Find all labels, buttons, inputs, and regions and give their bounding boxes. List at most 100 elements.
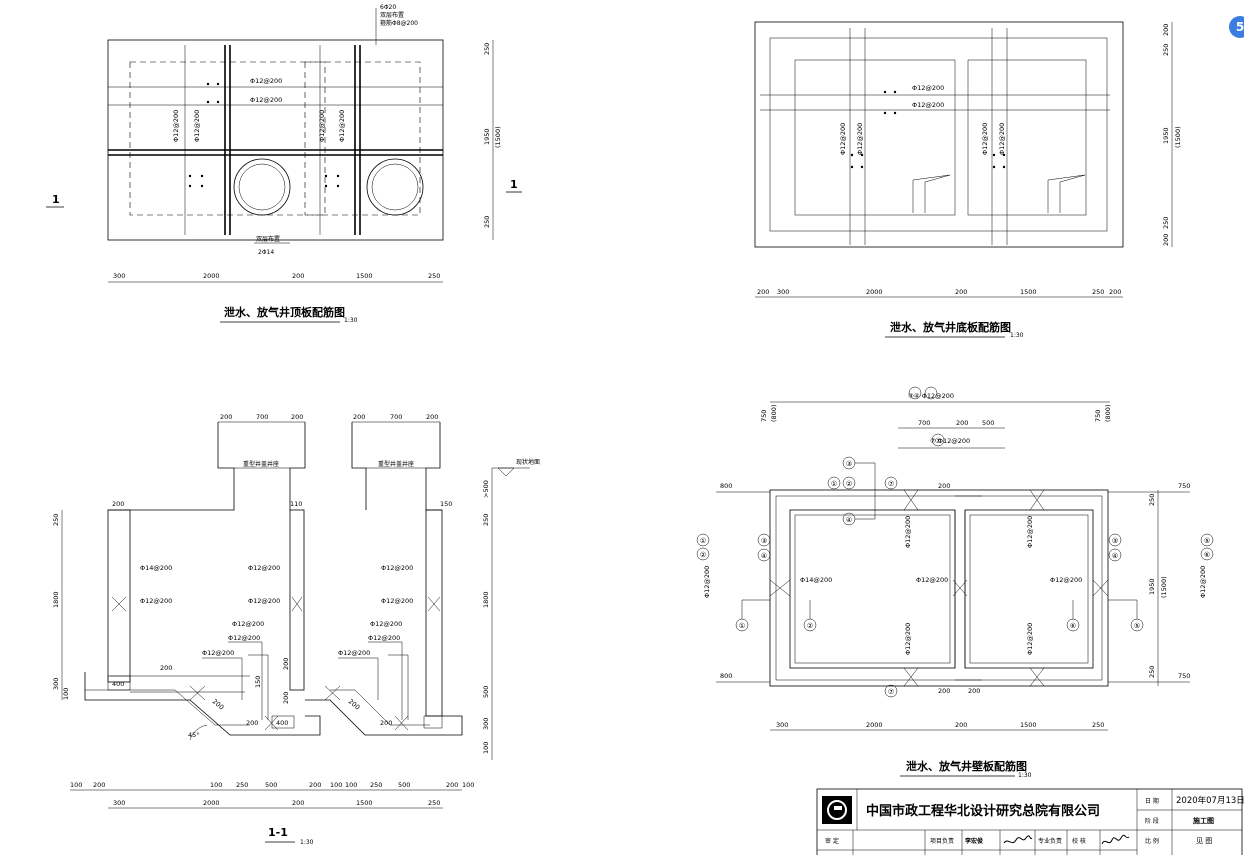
circle-4c: ④ [1112, 552, 1118, 560]
ts-dim-h-3: 200 [292, 272, 304, 280]
sec-bot1-4: 250 [236, 781, 248, 789]
wall-corner-7: 750 [1178, 672, 1190, 680]
sec-bar-3: Φ12@200 [248, 564, 280, 572]
circle-7c: ⑦ [935, 437, 941, 445]
sec-left-dim-3: 300 [52, 678, 60, 690]
bs-dim-h-2: 300 [777, 288, 789, 296]
wall-corner-6: 200 [968, 687, 980, 695]
sec-bot1-6: 200 [309, 781, 321, 789]
scale-label: 比 例 [1145, 837, 1159, 845]
bs-bar-6: Φ12@200 [998, 123, 1006, 155]
wall-corner-3: 750 [1178, 482, 1190, 490]
role-discipline: 专业负责 [1038, 837, 1062, 845]
sec-misc-5: 200 [282, 658, 290, 670]
sec-misc-3: 150 [440, 500, 452, 508]
sec-misc-9: 200 [211, 697, 226, 711]
bottom-slab-title: 泄水、放气井底板配筋图 [890, 320, 1011, 334]
wall-bar-6: Φ12@200 [904, 623, 912, 655]
sec-bot1-3: 100 [210, 781, 222, 789]
sec-right-dim-1: >500 [482, 480, 490, 498]
sec-bar-5: Φ12@200 [232, 620, 264, 628]
wall-drawing: ③④ Φ12@200 750 (800) 750 (800) 700 200 5… [696, 386, 1214, 779]
signature-2 [1101, 834, 1130, 845]
role-project: 项目负责 [930, 837, 954, 845]
sec-bar-2: Φ12@200 [140, 597, 172, 605]
sec-misc-1: 200 [112, 500, 124, 508]
sec-bot1-11: 200 [446, 781, 458, 789]
sec-angle: 45° [188, 731, 200, 739]
wall-h-2: 2000 [866, 721, 883, 729]
wall-left-bar: Φ12@200 [703, 566, 711, 598]
wall-v-3: (1500) [1160, 576, 1168, 598]
bs-dim-v-5: 250 [1162, 217, 1170, 229]
wall-h-1: 300 [776, 721, 788, 729]
top-slab-drawing: Φ12@200 Φ12@200 Φ12@200 Φ12@200 Φ12@200 … [46, 4, 522, 324]
bs-dim-h-6: 250 [1092, 288, 1104, 296]
circle-4b: ④ [761, 552, 767, 560]
sec-misc-12: 200 [347, 697, 362, 711]
wall-h-3: 200 [955, 721, 967, 729]
sec-bot2-2: 2000 [203, 799, 220, 807]
wall-corner-4: 800 [720, 672, 732, 680]
circle-2a: ② [846, 480, 852, 488]
date-label: 日 期 [1145, 797, 1159, 805]
sec-top-dim-1: 200 [220, 413, 232, 421]
bs-bar-2: Φ12@200 [912, 101, 944, 109]
bs-dim-v-4: (1500) [1174, 126, 1182, 148]
sec-bar-11: Φ12@200 [368, 634, 400, 642]
wall-side-2: (800) [770, 405, 778, 422]
scale-value: 见 图 [1196, 837, 1212, 845]
sec-bot2-5: 250 [428, 799, 440, 807]
wall-side-4: (800) [1104, 405, 1112, 422]
sec-bar-8: Φ12@200 [381, 564, 413, 572]
circle-5a: ⑤ [1134, 622, 1140, 630]
wall-mid-label: ⑦ Φ12@200 [930, 437, 970, 445]
section-title: 1-1 [268, 826, 288, 839]
stage-value: 施工图 [1193, 816, 1214, 825]
corner-badge[interactable]: 5 [1229, 16, 1244, 38]
sec-bot1-5: 500 [265, 781, 277, 789]
sec-top-dim-2: 700 [256, 413, 268, 421]
company-name: 中国市政工程华北设计研究总院有限公司 [866, 803, 1100, 819]
sec-bot1-2: 200 [93, 781, 105, 789]
wall-corner-1: 800 [720, 482, 732, 490]
bs-dim-h-5: 1500 [1020, 288, 1037, 296]
ground-label: 现状地面 [516, 458, 540, 466]
sec-bot1-12: 100 [462, 781, 474, 789]
top-note-2: 双层布置 [380, 11, 404, 19]
ts-dim-v-4: 250 [483, 216, 491, 228]
name-1: 李宏俊 [964, 837, 983, 845]
wall-v-2: 1950 [1148, 578, 1156, 595]
circle-3a: ③ [846, 460, 852, 468]
wall-side-1: 750 [760, 410, 768, 422]
sec-misc-4: 200 [160, 664, 172, 672]
sec-bot1-8: 100 [345, 781, 357, 789]
sec-right-dim-4: 500 [482, 686, 490, 698]
sec-bot1-1: 100 [70, 781, 82, 789]
date-value: 2020年07月13日 [1176, 795, 1244, 806]
wall-v-1: 250 [1148, 494, 1156, 506]
bs-dim-v-1: 200 [1162, 24, 1170, 36]
bottom-slab-drawing: Φ12@200 Φ12@200 Φ12@200 Φ12@200 Φ12@200 … [754, 21, 1182, 339]
sec-bot2-4: 1500 [356, 799, 373, 807]
wall-corner-2: 200 [938, 482, 950, 490]
top-note-1: 6Φ20 [380, 4, 396, 11]
sec-bot1-7: 100 [330, 781, 342, 789]
wall-corner-5: 200 [938, 687, 950, 695]
bs-dim-h-3: 2000 [866, 288, 883, 296]
circle-5b: ⑤ [1204, 537, 1210, 545]
sec-misc-6: 150 [254, 676, 262, 688]
circle-4a: ④ [846, 516, 852, 524]
sec-bot2-3: 200 [292, 799, 304, 807]
bs-dim-h-7: 200 [1109, 288, 1121, 296]
sec-bar-9: Φ12@200 [381, 597, 413, 605]
top-slab-scale: 1:30 [344, 317, 358, 324]
sec-top-dim-3: 200 [291, 413, 303, 421]
ts-dim-h-1: 300 [113, 272, 125, 280]
sec-bar-7: Φ12@200 [202, 649, 234, 657]
wall-top-dim-2: 200 [956, 419, 968, 427]
section-mark-left: 1 [52, 193, 60, 206]
sec-left-dim-2: 1800 [52, 591, 60, 608]
circle-2b: ② [807, 622, 813, 630]
